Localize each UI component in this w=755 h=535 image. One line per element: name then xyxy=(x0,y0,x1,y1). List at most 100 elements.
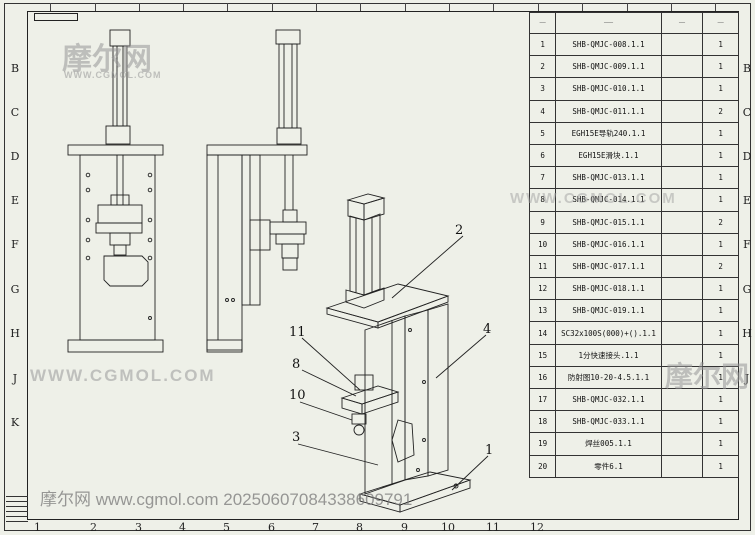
bom-quantity: 1 xyxy=(702,454,739,478)
bom-part-name: 防射图10-20-4.5.1.1 xyxy=(555,365,662,390)
bom-quantity: 1 xyxy=(702,77,739,101)
bom-material xyxy=(660,321,704,345)
bom-quantity: 2 xyxy=(702,210,739,234)
zone-col-label: 5 xyxy=(223,521,230,534)
balloon-10: 10 xyxy=(289,388,306,403)
balloon-4: 4 xyxy=(483,322,492,337)
zone-row-label: F xyxy=(11,238,19,251)
bom-item-number: 3 xyxy=(528,77,557,101)
bom-part-name: SHB-QMJC-013.1.1 xyxy=(555,166,662,190)
zone-row-label: B xyxy=(10,62,20,75)
bom-part-name: SHB-QMJC-009.1.1 xyxy=(555,55,662,79)
bom-quantity: 1 xyxy=(702,232,739,256)
zone-row-label: C xyxy=(10,106,20,119)
zone-row-label-right: G xyxy=(742,283,752,296)
bom-item-number: 5 xyxy=(528,121,557,145)
zone-tick xyxy=(50,3,51,11)
bom-quantity: 1 xyxy=(702,32,739,57)
zone-row-label-right: H xyxy=(742,327,752,340)
bom-material xyxy=(660,277,704,301)
bom-item-number: 9 xyxy=(528,210,557,234)
zone-tick xyxy=(493,3,494,11)
watermark-url-mid: WWW.CGMOL.COM xyxy=(30,366,216,385)
zone-col-label: 12 xyxy=(530,521,544,534)
bom-item-number: 14 xyxy=(528,321,557,345)
bom-item-number: 10 xyxy=(528,232,557,256)
bom-part-name: SHB-QMJC-011.1.1 xyxy=(555,99,662,123)
bom-quantity: 1 xyxy=(702,410,739,434)
drawing-number-box xyxy=(34,13,78,21)
zone-tick xyxy=(139,3,140,11)
zone-row-label: J xyxy=(12,372,18,385)
bom-part-name: SHB-QMJC-016.1.1 xyxy=(555,232,662,256)
watermark-logo-en: WWW.CGMOL.COM xyxy=(64,70,162,80)
zone-tick xyxy=(95,3,96,11)
balloon-11: 11 xyxy=(289,325,306,340)
bom-quantity: 1 xyxy=(702,277,739,301)
bom-part-name: SHB-QMJC-015.1.1 xyxy=(555,210,662,234)
zone-col-label: 6 xyxy=(268,521,275,534)
zone-row-label-right: C xyxy=(742,106,752,119)
zone-row-label-right: E xyxy=(742,194,752,207)
zone-row-label: G xyxy=(10,283,20,296)
inner-border xyxy=(27,11,739,520)
zone-col-label: 2 xyxy=(90,521,97,534)
bom-item-number: 11 xyxy=(528,254,557,279)
balloon-2: 2 xyxy=(455,223,464,238)
front-view xyxy=(67,29,164,353)
zone-col-label: 11 xyxy=(486,521,500,534)
zone-col-label: 1 xyxy=(34,521,41,534)
bom-item-number: 6 xyxy=(528,143,557,168)
revision-block xyxy=(6,492,28,522)
bom-item-number: 13 xyxy=(528,299,557,323)
zone-row-label-right: F xyxy=(743,238,751,251)
bom-quantity: 1 xyxy=(702,55,739,79)
bom-quantity: 1 xyxy=(702,121,739,145)
bom-part-name: SC32x100S(000)+().1.1 xyxy=(555,321,662,345)
zone-col-label: 9 xyxy=(401,521,408,534)
bom-material xyxy=(660,299,704,323)
zone-tick xyxy=(671,3,672,11)
bom-quantity: 1 xyxy=(702,166,739,190)
zone-col-label: 7 xyxy=(312,521,319,534)
balloon-8: 8 xyxy=(292,357,301,372)
bom-part-name: SHB-QMJC-008.1.1 xyxy=(555,32,662,57)
zone-col-label: 8 xyxy=(356,521,363,534)
bom-item-number: 20 xyxy=(528,454,557,478)
bom-quantity: 2 xyxy=(702,99,739,123)
zone-col-label: 4 xyxy=(179,521,186,534)
bom-material xyxy=(660,121,704,145)
bom-part-name: SHB-QMJC-017.1.1 xyxy=(555,254,662,279)
bom-item-number: 16 xyxy=(528,365,557,390)
bom-item-number: 15 xyxy=(528,343,557,367)
outer-border xyxy=(4,3,751,531)
bom-header-cell: ── xyxy=(702,12,739,34)
bom-item-number: 7 xyxy=(528,166,557,190)
bom-header-cell: ── xyxy=(660,12,704,34)
zone-tick xyxy=(538,3,539,11)
zone-tick xyxy=(715,3,716,11)
zone-tick xyxy=(227,3,228,11)
bom-part-name: SHB-QMJC-010.1.1 xyxy=(555,77,662,101)
bom-part-name: SHB-QMJC-019.1.1 xyxy=(555,299,662,323)
bom-item-number: 18 xyxy=(528,410,557,434)
zone-row-label: K xyxy=(10,416,20,429)
bom-quantity: 1 xyxy=(702,143,739,168)
bom-material xyxy=(660,432,704,456)
bom-part-name: 零件6.1 xyxy=(555,454,662,478)
bom-part-name: SHB-QMJC-033.1.1 xyxy=(555,410,662,434)
bom-part-name: 焊丝005.1.1 xyxy=(555,432,662,456)
bom-part-name: SHB-QMJC-018.1.1 xyxy=(555,277,662,301)
bom-material xyxy=(660,410,704,434)
zone-row-label: H xyxy=(10,327,20,340)
